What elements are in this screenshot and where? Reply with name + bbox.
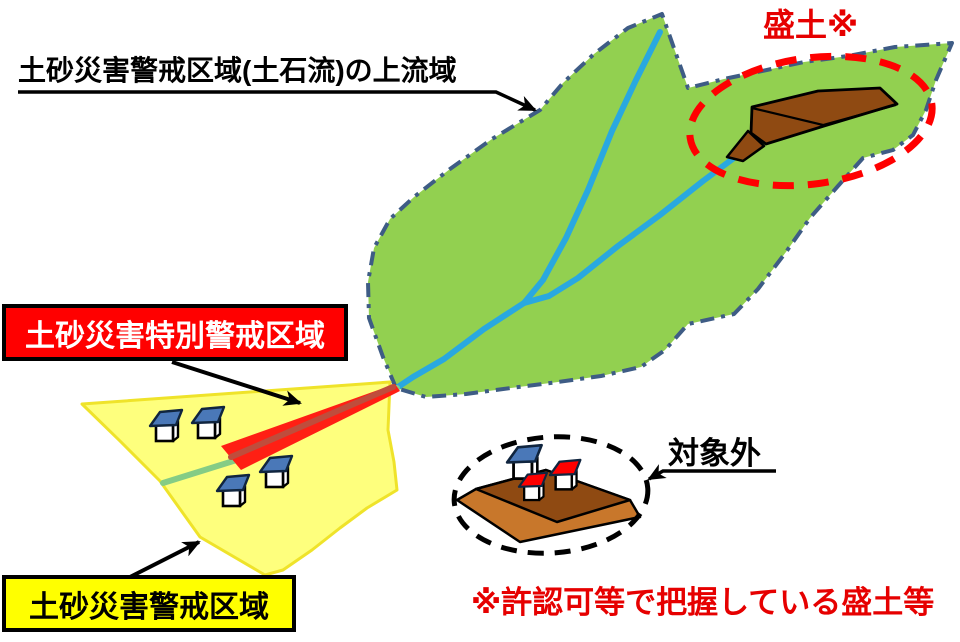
river-branch	[521, 152, 741, 306]
embankment-highlight-ellipse	[686, 52, 936, 190]
embankment-fold-line	[751, 103, 897, 127]
warning-zone-leader-arrow	[129, 540, 201, 579]
excluded-dashed-ellipse	[451, 434, 651, 556]
upstream-area-title: 土砂災害警戒区域(土石流)の上流域	[18, 55, 457, 86]
warning-zone-label-box: 土砂災害警戒区域	[2, 575, 296, 632]
excluded-label: 対象外	[668, 436, 761, 471]
upstream-title-leader-arrow	[18, 90, 537, 112]
footnote-text: ※許認可等で把握している盛土等	[471, 585, 935, 620]
embankment-label: 盛土※	[763, 7, 859, 43]
special-zone-leader-arrow	[171, 360, 302, 406]
special-warning-zone-stripe	[228, 384, 396, 460]
special-warning-zone-label-box: 土砂災害特別警戒区域	[2, 304, 348, 361]
special-warning-zone-label: 土砂災害特別警戒区域	[25, 319, 325, 353]
embankment-tail	[725, 129, 766, 163]
house-icon	[548, 458, 582, 491]
warning-zone-label: 土砂災害警戒区域	[29, 590, 269, 624]
river-main	[395, 29, 663, 390]
excluded-leader-arrow	[647, 464, 776, 481]
